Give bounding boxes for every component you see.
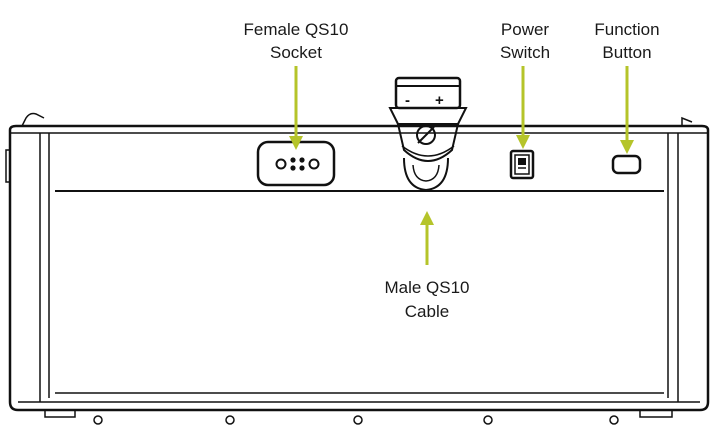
socket-arrow xyxy=(289,66,303,150)
plug-minus-sign: - xyxy=(405,92,410,109)
power-switch-arrow xyxy=(516,66,530,149)
power-switch xyxy=(509,149,535,180)
function-button-label-line2: Button xyxy=(602,43,651,62)
function-button xyxy=(611,154,642,175)
power-switch-label-line2: Switch xyxy=(500,43,550,62)
function-button-arrow xyxy=(620,66,634,154)
plug-plus-sign: + xyxy=(435,92,444,109)
device-body xyxy=(5,112,710,425)
male-cable-label-line1: Male QS10 xyxy=(384,278,469,297)
labels: Female QS10 Socket Power Switch Function… xyxy=(244,20,660,321)
female-socket-label-line2: Socket xyxy=(270,43,322,62)
power-switch-label-line1: Power xyxy=(501,20,550,39)
callout-arrows xyxy=(289,66,634,265)
male-qs10-cable: - + xyxy=(388,76,468,192)
female-socket-label-line1: Female QS10 xyxy=(244,20,349,39)
male-cable-label-line2: Cable xyxy=(405,302,449,321)
cable-arrow xyxy=(420,211,434,265)
function-button-label-line1: Function xyxy=(594,20,659,39)
